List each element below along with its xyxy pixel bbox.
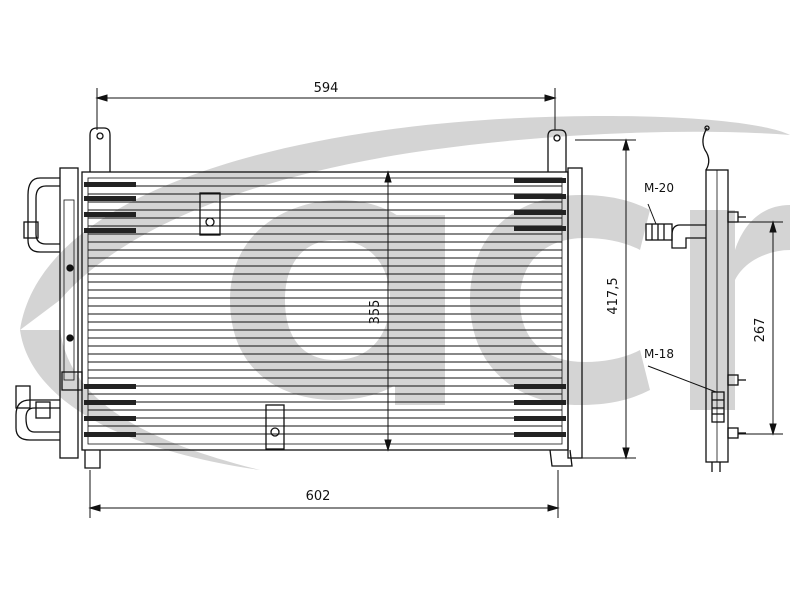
dimension-overall-height: 417,5: [606, 277, 621, 314]
m18-fitting: [711, 391, 725, 423]
upper-clip: [199, 192, 221, 236]
condenser-front-view: [15, 127, 583, 469]
fin-texture: [84, 178, 566, 437]
inlet-pipe: [27, 177, 60, 253]
dimension-core-height: 355: [368, 300, 383, 325]
fitting-label-lower: M-18: [644, 347, 674, 361]
bottom-left-bracket: [84, 450, 101, 469]
condenser-side-view: [645, 125, 746, 472]
dimension-bottom-width: 602: [306, 489, 331, 504]
lower-clip: [265, 404, 285, 450]
dimension-top-width: 594: [314, 81, 339, 96]
top-right-bracket: [547, 129, 567, 172]
bottom-right-bracket: [549, 449, 573, 467]
core-tubes: [88, 185, 562, 435]
outlet-pipe: [15, 399, 60, 441]
top-left-bracket: [89, 127, 111, 172]
dimension-side-height: 267: [753, 318, 768, 343]
dimension-lines: [88, 88, 783, 518]
fitting-label-upper: M-20: [644, 181, 674, 195]
left-header-tank: [59, 167, 79, 459]
m20-fitting: [671, 224, 706, 249]
